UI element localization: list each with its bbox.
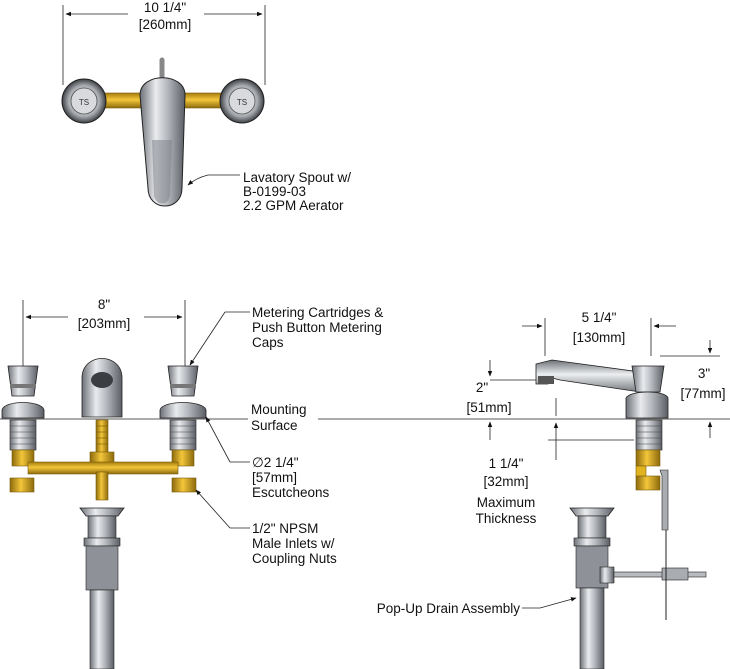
escutcheon-note-line3: Escutcheons [252,485,330,500]
thickness-note-line1: Maximum [477,495,536,510]
side-view: 5 1/4" [130mm] 2" [51mm] 3" [77mm] [377,310,730,669]
spout-height-inches: 2" [476,380,489,395]
cartridge-note-line3: Caps [252,335,284,350]
escutcheon-note-line2: [57mm] [252,470,297,485]
spout-side-view [535,359,669,531]
inlet-note-line3: Coupling Nuts [252,551,337,566]
escutcheon-note-line1: ∅2 1/4" [252,455,299,470]
mounting-note-line2: Surface [251,418,298,433]
centers-mm: [203mm] [78,316,131,331]
spout-front-view [81,358,123,467]
drain-side-view [569,507,707,669]
right-metering-valve [159,365,207,493]
reach-inches: 5 1/4" [582,310,617,325]
thickness-inches: 1 1/4" [489,456,524,471]
overall-height-inches: 3" [698,366,711,381]
top-view: 10 1/4" [260mm] TS TS Lavatory Spout w/ … [61,0,351,213]
drain-note: Pop-Up Drain Assembly [377,601,521,616]
spout-note-line3: 2.2 GPM Aerator [243,198,344,213]
inlet-note-line1: 1/2" NPSM [252,521,318,536]
svg-text:TS: TS [79,98,89,107]
overall-height-mm: [77mm] [680,386,725,401]
top-width-inches: 10 1/4" [144,0,187,15]
svg-text:TS: TS [237,98,247,107]
spout-note-line1: Lavatory Spout w/ [243,170,351,185]
cartridge-note-line2: Push Button Metering [252,320,382,335]
thickness-note-line2: Thickness [476,511,537,526]
spout-note-line2: B-0199-03 [243,184,306,199]
left-metering-valve [1,365,45,493]
centers-inches: 8" [98,297,111,312]
front-view: 8" [203mm] [0,296,730,669]
reach-mm: [130mm] [573,330,626,345]
mounting-note-line1: Mounting [251,402,307,417]
drain-front-view [79,507,125,669]
top-width-mm: [260mm] [139,17,192,32]
inlet-note-line2: Male Inlets w/ [252,536,335,551]
cartridge-note-line1: Metering Cartridges & [252,305,383,320]
thickness-mm: [32mm] [483,474,528,489]
spout-height-mm: [51mm] [466,400,511,415]
